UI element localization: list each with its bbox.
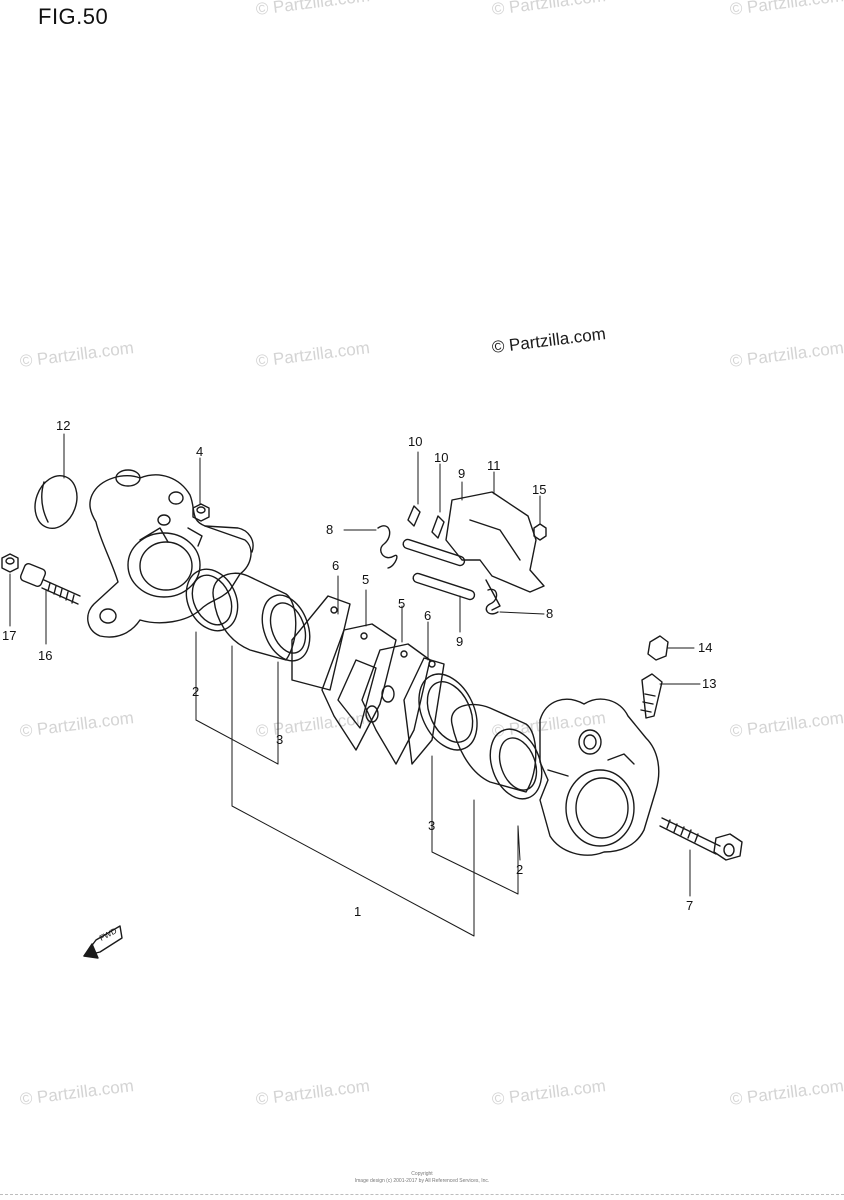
part-8-spring-left <box>377 525 398 569</box>
part-9-pin-upper <box>402 538 466 567</box>
callout-3-left: 3 <box>276 732 284 747</box>
part-10-clip-left <box>407 505 421 527</box>
callout-10-left: 10 <box>408 434 423 449</box>
caliper-body <box>539 698 660 856</box>
callout-5-left: 5 <box>362 572 370 587</box>
part-4-nut <box>192 503 210 522</box>
callout-6-left: 6 <box>332 558 340 573</box>
caliper-bracket <box>87 469 254 638</box>
callout-13: 13 <box>702 676 717 691</box>
bottom-divider <box>0 1194 844 1195</box>
footer-copyright: Copyright <box>411 1171 433 1177</box>
footer-credit: Image design (c) 2001-2017 by All Refere… <box>354 1178 490 1184</box>
part-7-bolt <box>659 817 743 861</box>
part-1-piston-right <box>450 703 543 800</box>
callout-17: 17 <box>2 628 17 643</box>
part-6-shim-right <box>403 657 445 765</box>
callout-1: 1 <box>354 904 362 919</box>
callout-11: 11 <box>487 458 501 473</box>
part-10-clip-right <box>431 515 445 539</box>
callout-2-left: 2 <box>192 684 200 699</box>
part-6-shim-left <box>291 595 351 691</box>
fwd-arrow-icon <box>83 925 123 959</box>
figure-title: FIG.50 <box>38 4 109 29</box>
part-2-seal-right <box>418 673 478 751</box>
part-8-spring-right <box>485 588 499 615</box>
part-16-bolt <box>19 563 81 605</box>
part-2-seal-left <box>185 568 239 632</box>
callout-3-right: 3 <box>428 818 436 833</box>
callout-9-upper: 9 <box>458 466 466 481</box>
part-14-cap <box>647 635 669 661</box>
part-9-pin-lower <box>412 572 476 601</box>
part-12-cap <box>34 475 78 529</box>
callout-8-right: 8 <box>546 606 554 621</box>
callout-8-left: 8 <box>326 522 334 537</box>
callout-15: 15 <box>532 482 547 497</box>
part-5-pad-left <box>321 623 397 751</box>
callout-10-right: 10 <box>434 450 449 465</box>
part-13-bleeder <box>640 673 663 719</box>
callout-12: 12 <box>56 418 71 433</box>
callout-5-right: 5 <box>398 596 406 611</box>
callout-7: 7 <box>686 898 694 913</box>
part-11-cover <box>445 491 545 611</box>
leader-lines <box>9 433 701 937</box>
part-17-nut <box>1 553 19 573</box>
callout-2-right: 2 <box>516 862 524 877</box>
part-5-pad-right <box>361 643 431 765</box>
callout-4: 4 <box>196 444 204 459</box>
part-1-piston-left <box>212 572 311 662</box>
callout-6-right: 6 <box>424 608 432 623</box>
callout-14: 14 <box>698 640 713 655</box>
callout-9-lower: 9 <box>456 634 464 649</box>
callout-16: 16 <box>38 648 53 663</box>
